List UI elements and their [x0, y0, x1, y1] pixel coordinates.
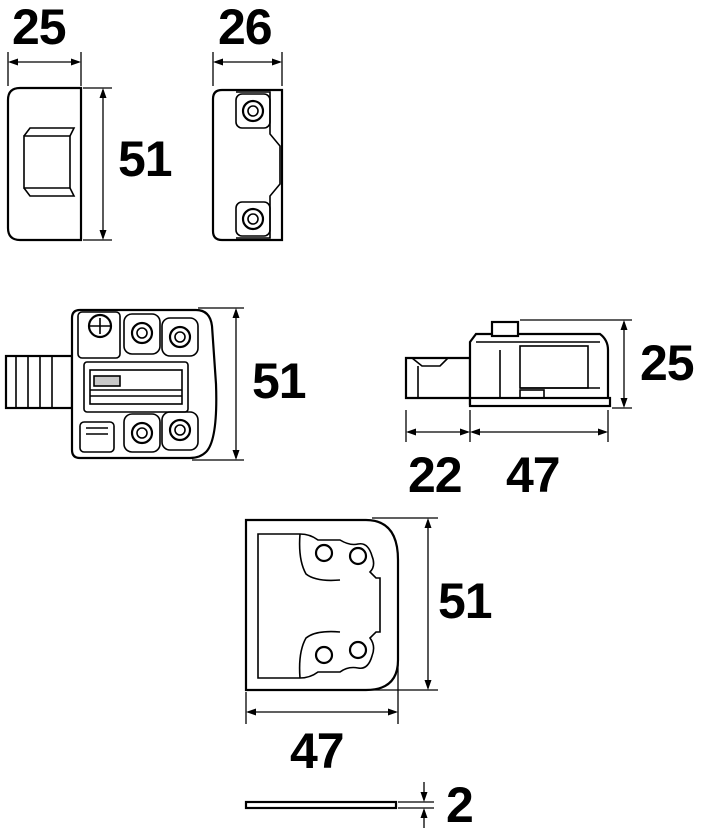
- keeper-height-dimension-line: [362, 517, 438, 691]
- keeper-width-dimension-line: [245, 662, 399, 724]
- side-bolt-length-dimension-line: [405, 410, 471, 442]
- side-body-length-label: 47: [506, 447, 561, 503]
- shim-view: [244, 800, 398, 810]
- plate-view: [211, 88, 284, 242]
- side-height-label: 25: [640, 335, 695, 391]
- keeper-view: [244, 518, 400, 692]
- shim-thickness-dimension-line: [398, 782, 434, 828]
- side-view: [404, 320, 612, 408]
- side-bolt-length-label: 22: [408, 447, 463, 503]
- shim-thickness-label: 2: [446, 777, 474, 833]
- plate-width-dimension-line: [212, 52, 283, 86]
- plate-width-label: 26: [218, 0, 273, 55]
- side-height-dimension-line: [520, 319, 632, 409]
- cap-width-label: 25: [12, 0, 67, 55]
- cap-view: [6, 86, 83, 242]
- side-body-length-dimension-line: [470, 410, 609, 442]
- latch-view: [4, 308, 218, 460]
- cap-height-label: 51: [118, 131, 173, 187]
- latch-height-label: 51: [252, 353, 307, 409]
- latch-height-dimension-line: [192, 307, 244, 461]
- keeper-height-label: 51: [438, 573, 493, 629]
- cap-width-dimension-line: [7, 52, 82, 86]
- keeper-width-label: 47: [290, 723, 345, 779]
- cap-height-dimension-line: [83, 87, 112, 241]
